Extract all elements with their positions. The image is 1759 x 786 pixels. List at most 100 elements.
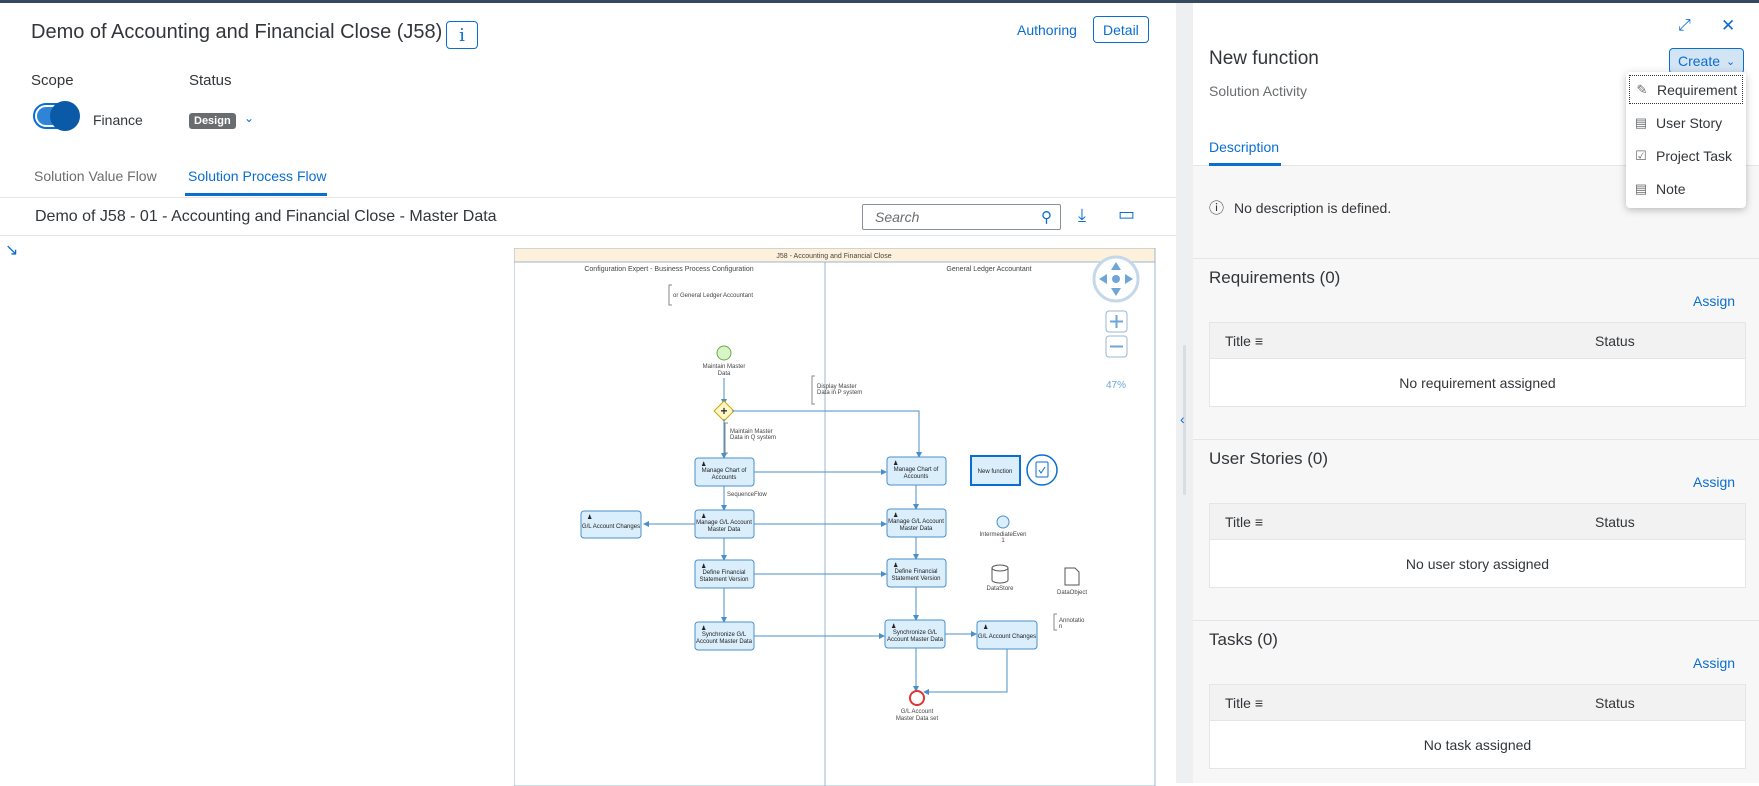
scope-toggle[interactable] — [33, 101, 80, 131]
task-define-fsv-lane2[interactable]: ♟ Define Financial Statement Version — [886, 558, 947, 588]
search-placeholder: Search — [875, 209, 920, 225]
intermediate-event-label-1: IntermediateEven — [979, 532, 1026, 538]
tab-description[interactable]: Description — [1209, 139, 1280, 155]
tab-solution-process-flow[interactable]: Solution Process Flow — [188, 168, 327, 184]
svg-text:Synchronize G/L: Synchronize G/L — [893, 630, 938, 636]
section-divider — [1193, 439, 1759, 440]
search-input[interactable]: Search ⚲ — [862, 204, 1061, 230]
data-store-label: DataStore — [986, 586, 1014, 592]
create-menu: ✎ Requirement ▤ User Story ☑ Project Tas… — [1626, 72, 1746, 208]
start-event[interactable] — [716, 345, 732, 361]
shell-top-bar — [0, 0, 1759, 3]
task-manage-gl-lane2[interactable]: ♟ Manage G/L Account Master Data — [886, 508, 947, 538]
task-sync-lane2[interactable]: ♟ Synchronize G/L Account Master Data — [884, 619, 946, 649]
expand-arrow-icon[interactable]: ↘ — [5, 242, 19, 259]
close-icon[interactable]: ✕ — [1721, 16, 1736, 35]
zoom-out-button[interactable] — [1105, 335, 1128, 358]
sort-icon[interactable]: ≡ — [1254, 695, 1263, 711]
end-event-label-2: Master Data set — [896, 716, 939, 722]
panel-subtitle: Solution Activity — [1209, 83, 1308, 99]
collapse-left-icon[interactable]: ‹ — [1180, 411, 1185, 427]
fullscreen-icon[interactable]: ⤢ — [1678, 17, 1691, 34]
svg-text:Synchronize G/L: Synchronize G/L — [702, 632, 747, 638]
gateway-plus-icon: + — [720, 404, 727, 418]
chevron-down-icon[interactable]: ⌄ — [244, 111, 255, 125]
pan-control[interactable] — [1092, 255, 1140, 303]
pool-title: J58 - Accounting and Financial Close — [776, 253, 891, 260]
task-manage-chart-lane1[interactable]: ♟ Manage Chart of Accounts — [694, 457, 755, 487]
clipboard-check-icon[interactable] — [1026, 454, 1058, 486]
panel-title: New function — [1209, 48, 1319, 69]
side-panel: ⤢ ✕ New function Solution Activity Creat… — [1193, 3, 1759, 783]
tab-selection-indicator — [1209, 163, 1281, 166]
detail-button[interactable]: Detail — [1093, 16, 1149, 43]
col-status: Status — [1595, 695, 1635, 711]
svg-text:Master Data: Master Data — [708, 527, 741, 533]
svg-text:♟: ♟ — [893, 460, 898, 467]
menu-label: Requirement — [1657, 81, 1738, 98]
zoom-in-button[interactable] — [1105, 310, 1128, 333]
annotation-3b: Data in P system — [817, 390, 862, 396]
svg-text:♟: ♟ — [701, 625, 706, 632]
assign-task-link[interactable]: Assign — [1693, 655, 1736, 671]
data-object[interactable] — [1064, 567, 1080, 586]
task-sync-lane1[interactable]: ♟ Synchronize G/L Account Master Data — [694, 621, 755, 651]
svg-text:Manage Chart of: Manage Chart of — [702, 468, 747, 474]
annotation-bracket — [668, 284, 672, 306]
create-button[interactable]: Create ⌄ — [1669, 48, 1745, 74]
tab-solution-value-flow[interactable]: Solution Value Flow — [34, 168, 157, 184]
info-button[interactable]: i — [446, 21, 478, 49]
task-manage-gl-lane1[interactable]: ♟ Manage G/L Account Master Data — [694, 509, 755, 539]
page-title: Demo of Accounting and Financial Close (… — [31, 21, 443, 43]
table-header: Title ≡ Status — [1210, 685, 1745, 721]
empty-row: No requirement assigned — [1399, 374, 1556, 391]
svg-text:Statement Version: Statement Version — [891, 576, 940, 582]
download-icon[interactable]: ⤓ — [1078, 205, 1086, 225]
lane-2-title: General Ledger Accountant — [946, 266, 1031, 273]
sort-icon[interactable]: ≡ — [1254, 333, 1263, 349]
start-event-label-1: Maintain Master — [703, 364, 746, 370]
data-store[interactable] — [991, 564, 1009, 584]
svg-text:Manage Chart of: Manage Chart of — [894, 467, 939, 473]
diagram-toolbar: Demo of J58 - 01 - Accounting and Financ… — [0, 198, 1176, 236]
task-gl-changes-lane2[interactable]: ♟ G/L Account Changes — [976, 620, 1038, 650]
svg-text:Account Master Data: Account Master Data — [696, 639, 753, 645]
annotation-3a: Display Master — [817, 384, 857, 390]
status-label: Status — [189, 72, 232, 89]
col-title[interactable]: Title ≡ — [1225, 695, 1263, 711]
authoring-link[interactable]: Authoring — [1017, 22, 1077, 38]
section-divider — [1193, 258, 1759, 259]
menu-item-requirement[interactable]: ✎ Requirement — [1629, 75, 1743, 104]
parallel-gateway[interactable] — [713, 400, 735, 422]
tasks-title: Tasks (0) — [1209, 630, 1278, 649]
menu-item-project-task[interactable]: ☑ Project Task — [1629, 141, 1743, 170]
sort-icon[interactable]: ≡ — [1254, 514, 1263, 530]
col-title[interactable]: Title ≡ — [1225, 514, 1263, 530]
svg-text:Define Financial: Define Financial — [894, 569, 937, 575]
task-new-function[interactable]: New function — [970, 455, 1021, 486]
svg-text:New function: New function — [978, 469, 1013, 475]
task-gl-changes-lane1[interactable]: ♟ G/L Account Changes — [580, 510, 642, 539]
splitter-handle[interactable] — [1183, 345, 1186, 495]
menu-label: User Story — [1656, 114, 1723, 131]
col-title[interactable]: Title ≡ — [1225, 333, 1263, 349]
task-define-fsv-lane1[interactable]: ♟ Define Financial Statement Version — [694, 559, 755, 589]
scope-value: Finance — [93, 112, 143, 128]
start-event-label-2: Data — [718, 371, 731, 377]
requirement-icon: ✎ — [1636, 81, 1648, 97]
section-divider — [1193, 620, 1759, 621]
process-diagram[interactable]: J58 - Accounting and Financial Close Con… — [514, 248, 1156, 786]
data-object-label: DataObject — [1057, 590, 1087, 596]
assign-requirement-link[interactable]: Assign — [1693, 293, 1736, 309]
user-story-icon: ▤ — [1634, 114, 1648, 130]
intermediate-event[interactable] — [996, 515, 1010, 529]
menu-item-note[interactable]: ▤ Note — [1629, 174, 1743, 203]
assign-user-story-link[interactable]: Assign — [1693, 474, 1736, 490]
user-stories-table: Title ≡ Status No user story assigned — [1209, 503, 1746, 588]
svg-text:♟: ♟ — [891, 623, 896, 630]
task-manage-chart-lane2[interactable]: ♟ Manage Chart of Accounts — [886, 456, 947, 486]
menu-item-user-story[interactable]: ▤ User Story — [1629, 108, 1743, 137]
end-event[interactable] — [909, 690, 925, 706]
display-icon[interactable]: ▭ — [1118, 204, 1136, 224]
search-icon[interactable]: ⚲ — [1041, 209, 1052, 226]
